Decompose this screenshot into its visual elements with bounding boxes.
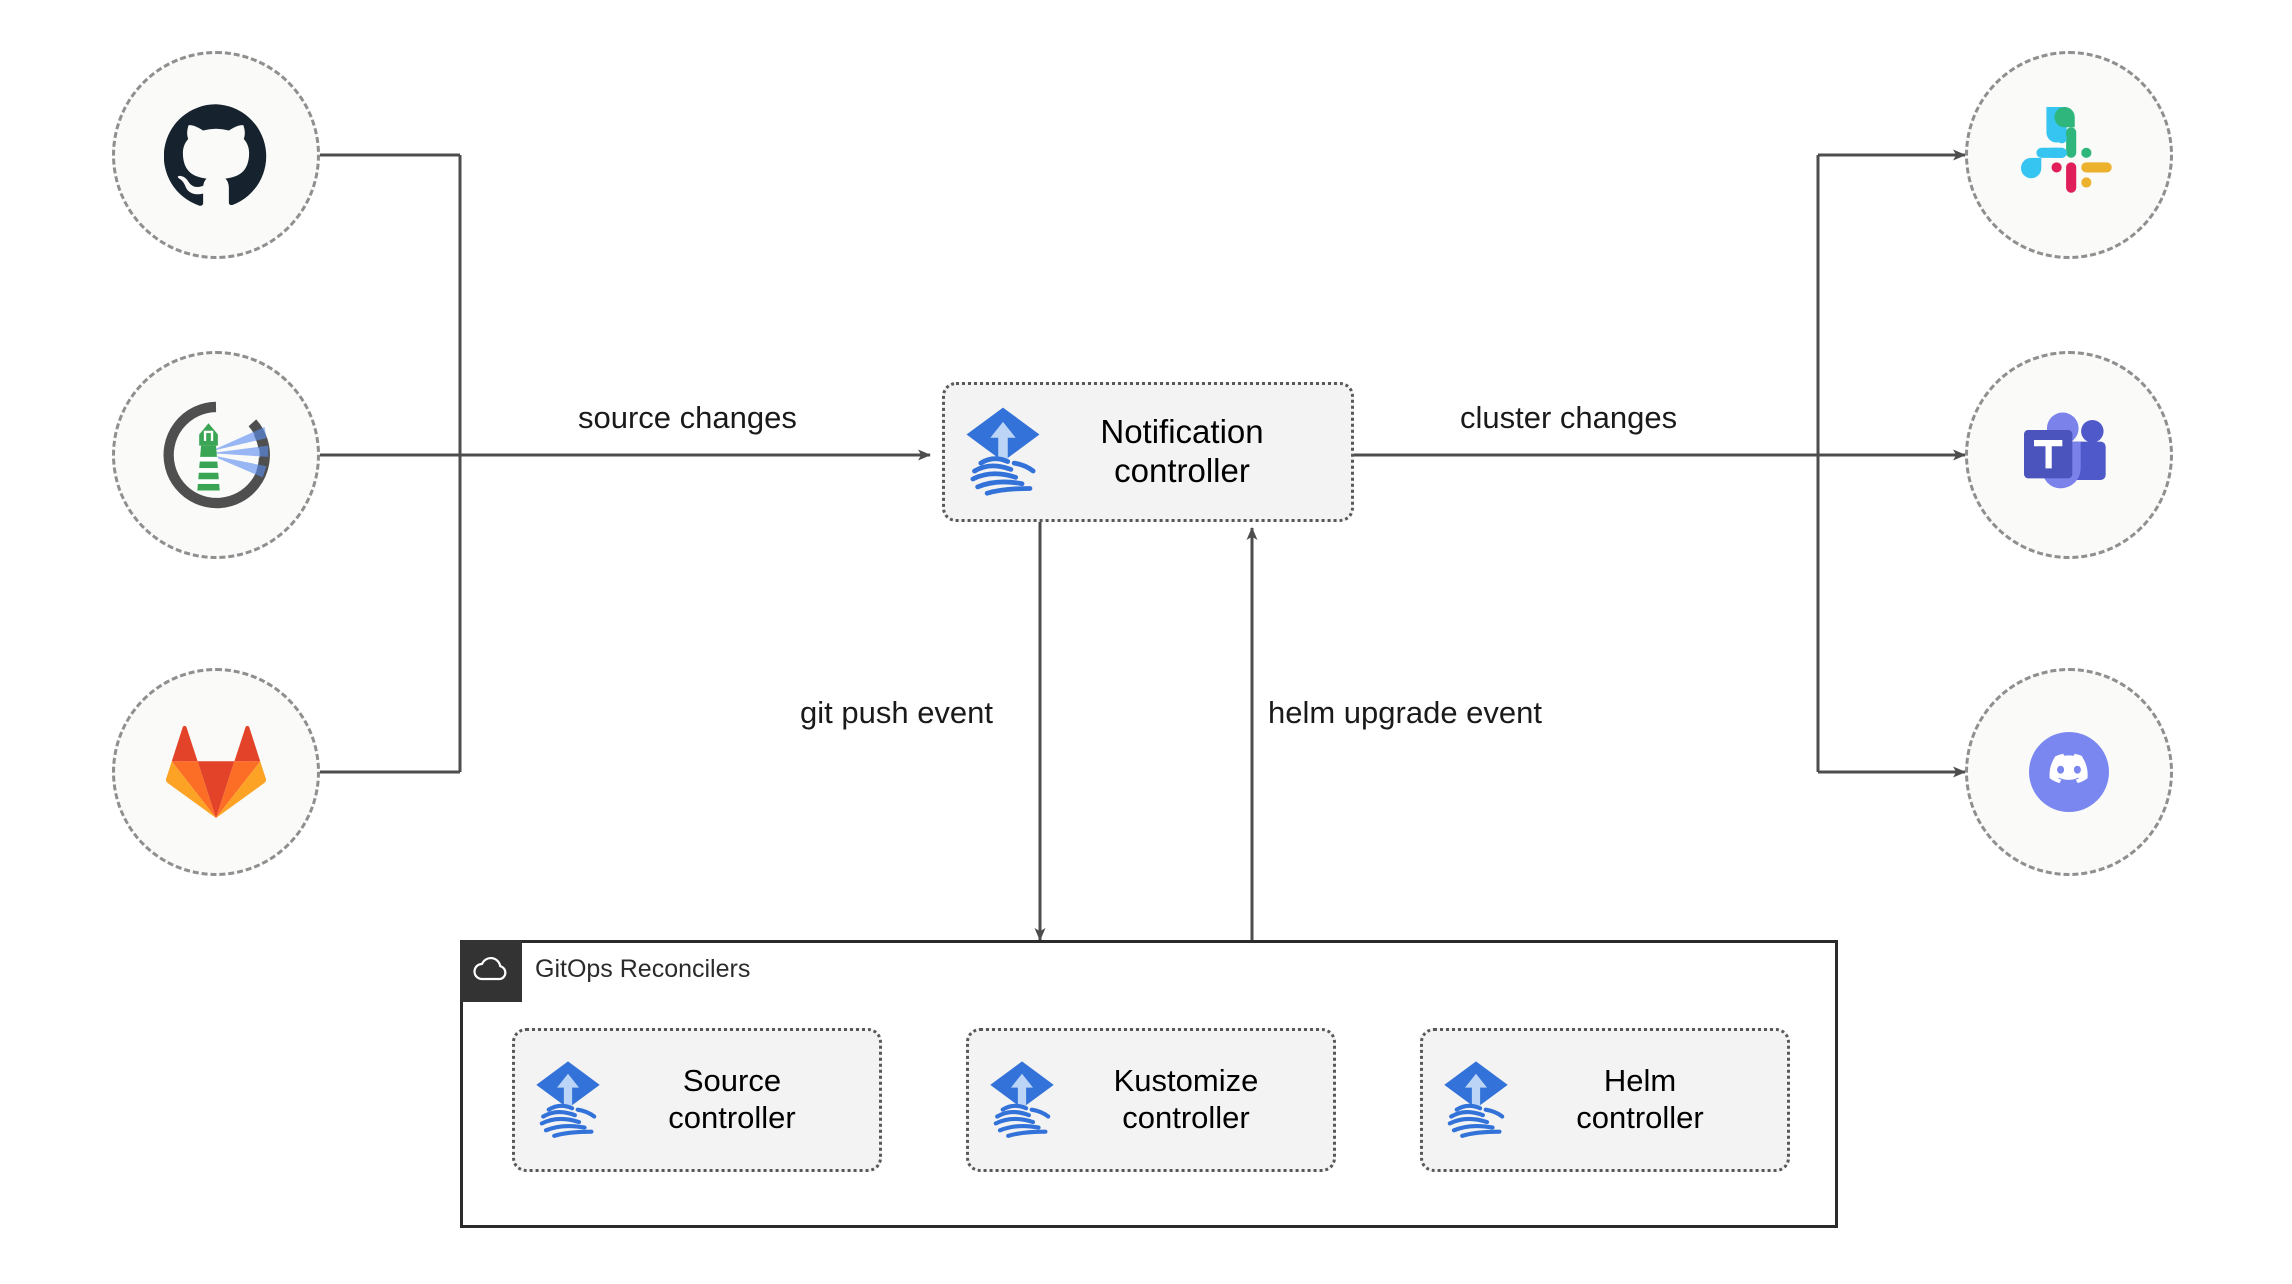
target-node-teams[interactable] [1965, 351, 2173, 559]
github-icon [164, 103, 268, 207]
kustomize-controller-label: Kustomize controller [1113, 1063, 1259, 1135]
gitops-group-title: GitOps Reconcilers [535, 955, 751, 983]
flux-logo-icon [963, 406, 1043, 498]
edge-label-cluster-changes: cluster changes [1460, 400, 1678, 435]
helm-controller-node[interactable]: Helm controller [1420, 1028, 1790, 1172]
flux-logo-icon [987, 1060, 1057, 1140]
flux-lighthouse-icon [160, 399, 272, 511]
target-node-discord[interactable] [1965, 668, 2173, 876]
source-node-gitlab[interactable] [112, 668, 320, 876]
flux-logo-icon [1441, 1060, 1511, 1140]
kustomize-controller-node[interactable]: Kustomize controller [966, 1028, 1336, 1172]
slack-icon [2021, 107, 2117, 203]
gitops-group-icon-tab [460, 940, 522, 1002]
cloud-icon [472, 956, 510, 987]
helm-controller-label: Helm controller [1576, 1063, 1704, 1135]
target-node-slack[interactable] [1965, 51, 2173, 259]
source-controller-label: Source controller [668, 1063, 796, 1135]
notification-controller-node[interactable]: Notification controller [942, 382, 1354, 522]
edge-label-helm-upgrade-event: helm upgrade event [1268, 695, 1543, 730]
source-node-flux[interactable] [112, 351, 320, 559]
flux-logo-icon [533, 1060, 603, 1140]
edge-label-git-push-event: git push event [800, 695, 994, 730]
discord-icon [2019, 722, 2119, 822]
edge-label-source-changes: source changes [578, 400, 797, 435]
notification-controller-label: Notification controller [1100, 413, 1264, 489]
source-node-github[interactable] [112, 51, 320, 259]
gitlab-icon [166, 725, 266, 819]
ms-teams-icon [2019, 408, 2119, 502]
source-controller-node[interactable]: Source controller [512, 1028, 882, 1172]
